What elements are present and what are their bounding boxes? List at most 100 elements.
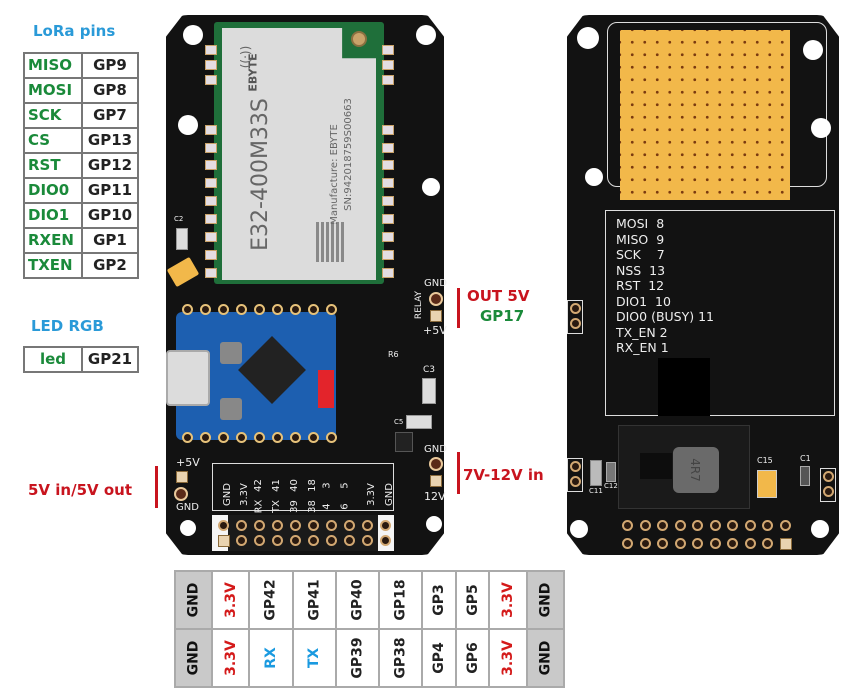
header-hole [308, 535, 319, 546]
header-pin-cell: 3.3V [210, 628, 251, 688]
module-pad [382, 143, 394, 153]
module-shield [222, 28, 376, 280]
back-pin-entry: SCK 7 [616, 247, 665, 262]
silk-12v: 12V [424, 490, 446, 503]
module-pad [205, 196, 217, 206]
mounting-hole [178, 115, 198, 135]
header-hole [326, 520, 337, 531]
module-pad [382, 268, 394, 278]
lora-gpio: GP1 [81, 227, 139, 254]
power-12v-pad [430, 475, 442, 487]
header-pin-cell: GP41 [291, 570, 337, 630]
header-hole [744, 538, 756, 549]
led-gpio: GP21 [81, 346, 139, 373]
back-pin-entry: DIO1 10 [616, 293, 671, 309]
silk-gnd-relay: GND [424, 278, 447, 289]
header-pin-cell: GP4 [421, 628, 457, 688]
esp-pin [218, 304, 229, 315]
module-pad [382, 178, 394, 188]
module-pad [205, 143, 217, 153]
header-silk-label: GND [378, 482, 401, 506]
label-5v-in-out: 5V in/5V out [28, 481, 132, 499]
module-pad [205, 178, 217, 188]
header-pin-cell: GP38 [378, 628, 424, 688]
antenna-connector [351, 31, 367, 47]
module-pad [382, 214, 394, 224]
header-hole [639, 520, 651, 531]
lora-module: EBYTE ((·)) E32-400M33S Manufacture: EBY… [214, 22, 384, 284]
back-pin-entry: NSS 13 [616, 262, 666, 278]
header-pin-cell: 3.3V [488, 628, 529, 688]
header-hole [218, 520, 229, 531]
header-silk-text: GND [221, 483, 233, 506]
silk-plus5v-left: +5V [176, 456, 200, 469]
header-pin-cell: GP3 [421, 570, 457, 630]
module-pad [382, 250, 394, 260]
mounting-hole [570, 520, 588, 538]
header-hole [308, 520, 319, 531]
mounting-hole [422, 178, 440, 196]
header-silk-text: 18 [306, 479, 318, 492]
header-pin-label: GP4 [431, 642, 448, 674]
header-hole [779, 520, 791, 531]
header-pin-cell: GP40 [334, 570, 381, 630]
power-gnd-pad [429, 457, 443, 471]
boot-button [220, 342, 242, 364]
header-silk-label: 40 [288, 473, 301, 492]
silk-c1: C1 [800, 454, 811, 463]
header-hole [709, 538, 721, 549]
module-pad [205, 75, 217, 85]
capacitor-c12 [606, 462, 616, 482]
mounting-hole [426, 516, 442, 532]
jumper-hole [570, 303, 581, 314]
header-hole [272, 520, 283, 531]
copper-pad [620, 30, 790, 200]
back-pin-entry: MOSI 8 [616, 216, 665, 231]
header-pin-cell: GND [526, 570, 565, 630]
header-silk-text: 3.3V [238, 483, 250, 506]
capacitor-c1 [800, 466, 810, 486]
jumper-hole [823, 471, 834, 482]
header-pin-cell: GND [174, 570, 213, 630]
header-silk-text: 3 [321, 482, 333, 489]
header-silk-label: 6 [340, 494, 351, 513]
header-hole [639, 538, 651, 549]
header-hole [344, 520, 355, 531]
esp-pin [272, 304, 283, 315]
mounting-hole [416, 25, 436, 45]
header-silk-text: TX [270, 500, 282, 513]
silk-c11: C11 [589, 487, 603, 495]
module-pad [382, 232, 394, 242]
header-silk-text: 40 [288, 479, 300, 492]
module-pad [382, 45, 394, 55]
esp-pin [272, 432, 283, 443]
lora-signal: CS [23, 127, 83, 154]
esp-pin [182, 432, 193, 443]
header-pin-cell: GP6 [454, 628, 491, 688]
back-jumper-right [820, 468, 836, 502]
header-hole [727, 520, 738, 531]
module-pad [205, 60, 217, 70]
module-pad [382, 160, 394, 170]
header-hole [692, 538, 703, 549]
module-pad [205, 125, 217, 135]
header-silk-label: 39 [288, 494, 301, 513]
capacitor-c11 [590, 460, 602, 486]
header-hole [362, 520, 373, 531]
lora-gpio: GP8 [81, 77, 139, 104]
back-pin-entry: RX_EN 1 [616, 340, 669, 355]
esp-pin [236, 432, 247, 443]
silk-c15: C15 [757, 456, 773, 465]
esp-pin [254, 304, 265, 315]
capacitor-c3 [422, 378, 436, 404]
header-hole [344, 535, 355, 546]
header-hole [727, 538, 738, 549]
header-pin-label: 3.3V [222, 640, 239, 676]
header-hole [380, 520, 391, 531]
back-pin-entry: MISO 9 [616, 231, 665, 247]
header-pin-cell: 3.3V [488, 570, 529, 630]
header-silk-label: 42 [252, 473, 265, 492]
